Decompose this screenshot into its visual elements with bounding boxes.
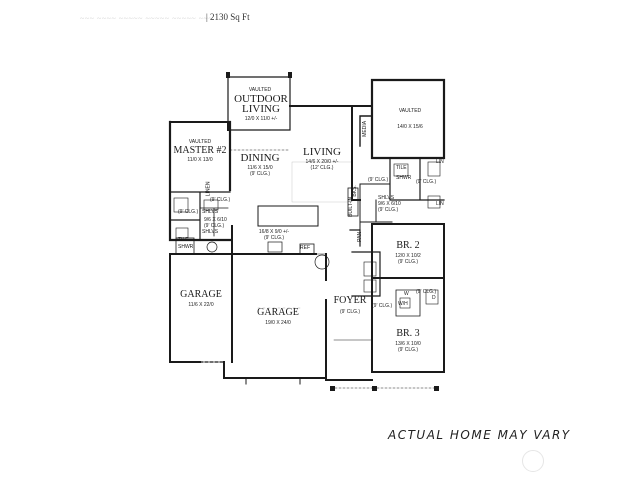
outdoor-living-dims: 12/0 X 11/0 +/-: [244, 116, 278, 122]
shlvs-label-3: SHLVS: [378, 195, 395, 201]
master-vaulted-tag: VAULTED: [188, 139, 212, 145]
clg-label-f: (9' CLG.): [372, 303, 393, 309]
ref-label: REF: [300, 245, 310, 251]
clg-label-d: (9' CLG.): [368, 177, 389, 183]
bks-label: BKS.: [351, 185, 358, 197]
dining-dims: 11/6 X 15/0: [247, 165, 273, 171]
lin-label-1: LIN: [436, 159, 444, 165]
br3-dims: 13/6 X 10/0: [395, 341, 421, 347]
br2-dims: 12/0 X 10/2: [395, 253, 421, 259]
lin-label-2: LIN: [436, 201, 444, 207]
master-title: MASTER #2: [173, 145, 227, 156]
br2-title: BR. 2: [396, 240, 420, 251]
shlvs-label-1: SHLVS: [202, 209, 219, 215]
vaulted-top-right-tag: VAULTED: [398, 108, 422, 114]
tile-right-label: TILE: [396, 165, 407, 171]
d-label: D: [432, 295, 436, 301]
pan-label: PAN: [357, 231, 364, 242]
garage-main-title: GARAGE: [257, 307, 299, 318]
clg-label-b: (9' CLG.): [210, 197, 231, 203]
tile-left-label: TILE: [178, 237, 189, 243]
living-dims: 14/6 X 20/0 +/-: [305, 159, 339, 165]
outdoor-vaulted-tag: VAULTED: [248, 87, 272, 93]
outdoor-living-title-line2: LIVING: [242, 103, 280, 115]
kitchen-clg: (9' CLG.): [263, 235, 285, 241]
shlvs-dims: 9/6 X 6/10: [378, 201, 401, 207]
media-label: MEDIA: [362, 120, 369, 137]
linen-label: LINEN: [205, 181, 212, 197]
br3-title: BR. 3: [396, 328, 420, 339]
br2-clg: (9' CLG.): [397, 259, 419, 265]
shwr-right-label: SHWR: [396, 175, 412, 181]
handwritten-note: ACTUAL HOME MAY VARY: [388, 428, 571, 442]
master-dims: 11/0 X 13/0: [187, 157, 213, 163]
dining-clg: (9' CLG.): [249, 171, 271, 177]
built-in-label: BUILT-IN: [348, 196, 355, 217]
clg-label-e: (9' CLG.): [416, 179, 437, 185]
faint-header-text: ~~~ ~~~~ ~~~~~ ~~~~~ ~~~~~ ~~~: [80, 14, 214, 23]
garage-main-dims: 19/0 X 24/0: [265, 320, 291, 326]
clg-label-g: (9' CLG.): [416, 289, 437, 295]
shwr-left-label: SHWR: [178, 244, 194, 250]
shlvs-clg: (9' CLG.): [378, 207, 399, 213]
shlvs-label-2: SHLVS: [202, 229, 219, 235]
outdoor-living-title-line1: OUTDOOR: [234, 93, 288, 105]
clg-label-c: (9' CLG.): [178, 209, 199, 215]
dining-title: DINING: [240, 152, 280, 164]
shlvs-small-dims: 9/6 X 6/10: [204, 217, 227, 223]
living-clg: (12' CLG.): [310, 165, 334, 171]
garage-left-title: GARAGE: [180, 289, 222, 300]
foyer-clg: (9' CLG.): [339, 309, 361, 315]
plan-header: ~~~ ~~~~ ~~~~~ ~~~~~ ~~~~~ ~~~ | 2130 Sq…: [20, 10, 320, 26]
kitchen-dims: 16/8 X 9/0 +/-: [258, 229, 290, 235]
foyer-title: FOYER: [333, 295, 367, 306]
vaulted-top-right-dims: 14/0 X 15/6: [397, 124, 423, 130]
square-footage: | 2130 Sq Ft: [206, 12, 250, 22]
wh-label: W/H: [398, 301, 408, 307]
w-label: W: [404, 291, 409, 297]
watermark-mark: [522, 450, 544, 472]
br3-clg: (9' CLG.): [397, 347, 419, 353]
clg-label-a: (9' CLG.): [204, 223, 225, 229]
garage-left-dims: 11/6 X 22/0: [188, 302, 214, 308]
living-title: LIVING: [303, 146, 341, 158]
